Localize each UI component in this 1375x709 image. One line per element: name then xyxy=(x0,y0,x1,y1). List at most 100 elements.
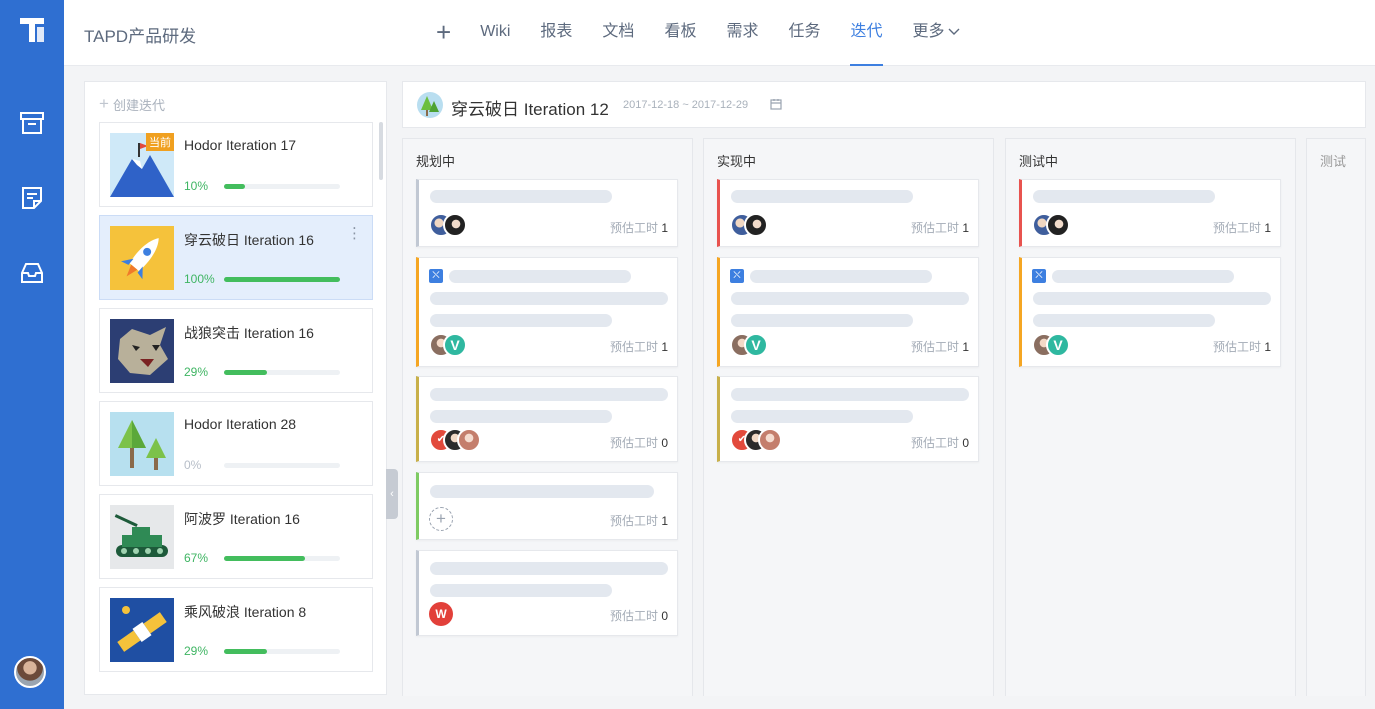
iteration-header: 穿云破日 Iteration 12 2017-12-18 ~ 2017-12-2… xyxy=(402,81,1366,128)
iteration-percent: 29% xyxy=(184,644,209,658)
nav-more-label: 更多 xyxy=(912,23,945,40)
estimate-value: 1 xyxy=(962,340,969,354)
card-estimate: 预估工时 1 xyxy=(1213,219,1271,236)
create-iteration-label: 创建迭代 xyxy=(112,97,165,113)
iteration-item[interactable]: 穿云破日 Iteration 16 100% ⋮ xyxy=(99,215,373,300)
iteration-item[interactable]: 战狼突击 Iteration 16 29% xyxy=(99,308,373,393)
board-column-testing: 测试中 预估工时 1 ⛌ V 预估工时 1 xyxy=(1005,138,1296,696)
nav-requirements[interactable]: 需求 xyxy=(726,23,759,40)
assignee-avatar xyxy=(443,213,467,237)
card-assignees: V xyxy=(1032,333,1070,357)
card-title-placeholder xyxy=(731,410,913,423)
assignee-avatar: V xyxy=(744,333,768,357)
iteration-item[interactable]: 乘风破浪 Iteration 8 29% xyxy=(99,587,373,672)
tree-icon xyxy=(417,92,443,118)
estimate-value: 1 xyxy=(661,514,668,528)
nav-reports[interactable]: 报表 xyxy=(540,23,573,40)
story-type-icon: ⛌ xyxy=(730,269,744,283)
story-card[interactable]: ⛌ V 预估工时 1 xyxy=(416,257,678,367)
estimate-label: 预估工时 xyxy=(609,340,658,354)
more-vertical-icon[interactable]: ⋮ xyxy=(347,225,362,242)
trees-icon xyxy=(110,412,174,476)
top-bar: TAPD产品研发 + Wiki 报表 文档 看板 需求 任务 迭代 更多 xyxy=(64,0,1375,66)
iteration-percent: 67% xyxy=(184,551,209,565)
card-title-placeholder xyxy=(430,584,612,597)
card-assignees: ✔ xyxy=(429,428,481,452)
inbox-icon[interactable] xyxy=(19,260,45,286)
nav-wiki[interactable]: Wiki xyxy=(480,23,511,40)
nav-board[interactable]: 看板 xyxy=(664,23,697,40)
estimate-label: 预估工时 xyxy=(1212,340,1261,354)
estimate-value: 1 xyxy=(1264,340,1271,354)
board-column-planning: 规划中 预估工时 1 ⛌ V 预估工时 1 ✔ 预估工时 0 + 预估工时 1 … xyxy=(402,138,693,696)
assignee-avatar: W xyxy=(429,602,453,626)
card-title-placeholder xyxy=(430,388,668,401)
card-title-placeholder xyxy=(1033,314,1215,327)
iteration-item[interactable]: 阿波罗 Iteration 16 67% xyxy=(99,494,373,579)
assignee-avatar: V xyxy=(1046,333,1070,357)
estimate-value: 1 xyxy=(962,221,969,235)
iteration-percent: 0% xyxy=(184,458,202,472)
iteration-name: Hodor Iteration 28 xyxy=(184,416,297,432)
column-title: 测试 xyxy=(1320,154,1347,169)
estimate-label: 预估工时 xyxy=(609,609,658,623)
card-title-placeholder xyxy=(731,314,913,327)
collapse-panel-handle[interactable]: ‹ xyxy=(386,469,398,519)
card-estimate: 预估工时 1 xyxy=(911,219,969,236)
iteration-progress-fill xyxy=(224,649,267,654)
nav-tasks[interactable]: 任务 xyxy=(788,23,821,40)
story-card[interactable]: W 预估工时 0 xyxy=(416,550,678,636)
story-type-icon: ⛌ xyxy=(429,269,443,283)
story-card[interactable]: 预估工时 1 xyxy=(416,179,678,247)
user-avatar[interactable] xyxy=(14,656,46,688)
story-card[interactable]: ✔ 预估工时 0 xyxy=(416,376,678,462)
card-title-placeholder xyxy=(449,270,631,283)
tapd-logo-icon[interactable] xyxy=(18,16,46,44)
iteration-name: 穿云破日 Iteration 16 xyxy=(184,232,314,248)
archive-icon[interactable] xyxy=(19,110,45,136)
iteration-list-scrollbar[interactable] xyxy=(379,122,383,180)
card-title-placeholder xyxy=(1033,292,1271,305)
card-estimate: 预估工时 1 xyxy=(1213,338,1271,355)
column-title: 实现中 xyxy=(717,154,757,169)
assignee-avatar xyxy=(744,213,768,237)
card-assignees: V xyxy=(429,333,467,357)
project-name[interactable]: TAPD产品研发 xyxy=(84,27,197,46)
note-icon[interactable] xyxy=(19,185,45,211)
estimate-label: 预估工时 xyxy=(910,436,959,450)
add-assignee-icon[interactable]: + xyxy=(429,507,453,531)
assignee-avatar: V xyxy=(443,333,467,357)
iteration-item[interactable]: 当前 Hodor Iteration 17 10% xyxy=(99,122,373,207)
story-card[interactable]: ⛌ V 预估工时 1 xyxy=(717,257,979,367)
card-title-placeholder xyxy=(731,292,969,305)
iteration-progress-bar xyxy=(224,277,340,282)
estimate-value: 0 xyxy=(962,436,969,450)
nav-iterations[interactable]: 迭代 xyxy=(835,0,897,66)
iteration-name: 战狼突击 Iteration 16 xyxy=(184,325,314,341)
story-card[interactable]: ⛌ V 预估工时 1 xyxy=(1019,257,1281,367)
story-card[interactable]: 预估工时 1 xyxy=(717,179,979,247)
calendar-icon[interactable] xyxy=(770,98,782,110)
assignee-avatar xyxy=(1046,213,1070,237)
card-assignees: ✔ xyxy=(730,428,782,452)
estimate-label: 预估工时 xyxy=(609,221,658,235)
nav-docs[interactable]: 文档 xyxy=(602,23,635,40)
story-card[interactable]: 预估工时 1 xyxy=(1019,179,1281,247)
iteration-progress-bar xyxy=(224,370,340,375)
card-estimate: 预估工时 1 xyxy=(610,338,668,355)
iteration-item[interactable]: Hodor Iteration 28 0% xyxy=(99,401,373,486)
iteration-progress-bar xyxy=(224,556,340,561)
iteration-progress-fill xyxy=(224,277,340,282)
story-card[interactable]: ✔ 预估工时 0 xyxy=(717,376,979,462)
create-iteration-button[interactable]: + 创建迭代 xyxy=(99,94,165,114)
add-icon[interactable]: + xyxy=(436,17,452,47)
estimate-label: 预估工时 xyxy=(609,436,658,450)
card-estimate: 预估工时 1 xyxy=(610,512,668,529)
column-title: 测试中 xyxy=(1019,154,1059,169)
iteration-percent: 29% xyxy=(184,365,209,379)
card-assignees xyxy=(1032,213,1070,237)
card-title-placeholder xyxy=(430,562,668,575)
story-card[interactable]: + 预估工时 1 xyxy=(416,472,678,540)
estimate-label: 预估工时 xyxy=(910,340,959,354)
nav-more[interactable]: 更多 xyxy=(898,0,975,66)
